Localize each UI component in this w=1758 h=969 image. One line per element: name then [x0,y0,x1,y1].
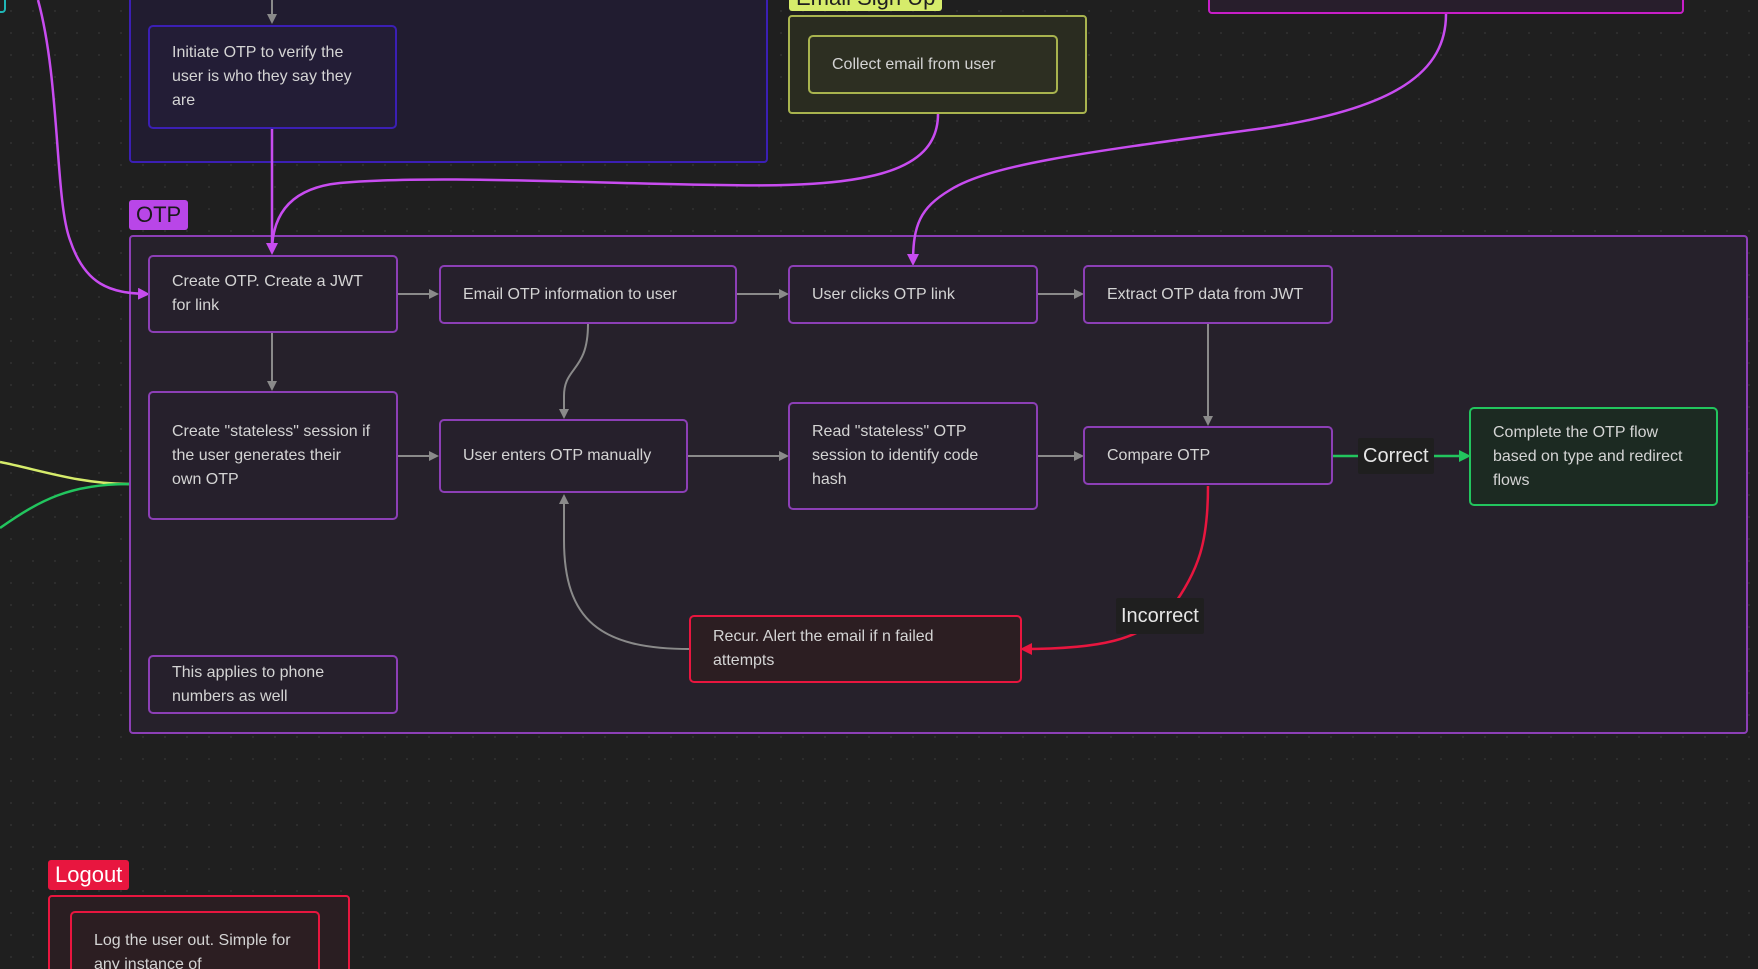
edge-recur-to-enters [559,494,691,650]
node-recur-alert-text: Recur. Alert the email if n failed attem… [713,628,934,669]
edge-label-incorrect: Incorrect [1116,598,1204,634]
node-extract-otp-text: Extract OTP data from JWT [1107,285,1304,303]
edge-topright-to-user-clicks [907,13,1448,266]
node-phone-note-text: This applies to phone numbers as well [172,663,325,705]
node-email-otp-text: Email OTP information to user [463,285,678,303]
top-right-group[interactable] [1208,0,1684,14]
node-user-clicks-link[interactable]: User clicks OTP link [788,265,1038,324]
node-complete-flow[interactable]: Complete the OTP flow based on type and … [1469,407,1718,506]
node-create-otp[interactable]: Create OTP. Create a JWT for link [148,255,398,333]
edge-collect-email-to-create-otp [270,113,940,253]
node-logout-user[interactable]: Log the user out. Simple for any instanc… [70,911,320,969]
node-recur-alert[interactable]: Recur. Alert the email if n failed attem… [689,615,1022,683]
edge-left-to-create-otp [36,0,150,300]
otp-group-label: OTP [129,200,189,230]
edge-green-incoming [0,482,130,530]
edge-email-to-enters [559,323,589,419]
node-create-otp-text: Create OTP. Create a JWT for link [172,273,363,314]
node-complete-flow-text: Complete the OTP flow based on type and … [1493,423,1683,489]
logout-group-label: Logout [48,860,130,890]
node-collect-email[interactable]: Collect email from user [808,35,1058,94]
offscreen-node-stub [0,0,6,13]
node-create-stateless[interactable]: Create "stateless" session if the user g… [148,391,398,520]
node-logout-user-text: Log the user out. Simple for any instanc… [94,932,291,969]
node-compare-otp[interactable]: Compare OTP [1083,426,1333,485]
edge-yellow-incoming [0,460,130,486]
node-user-enters-otp-text: User enters OTP manually [463,447,652,464]
node-read-stateless[interactable]: Read "stateless" OTP session to identify… [788,402,1038,510]
node-read-stateless-text: Read "stateless" OTP session to identify… [812,423,979,488]
node-initiate-otp-text: Initiate OTP to verify the user is who t… [172,44,352,109]
node-extract-otp[interactable]: Extract OTP data from JWT [1083,265,1333,324]
node-user-enters-otp[interactable]: User enters OTP manually [439,419,688,493]
node-compare-otp-text: Compare OTP [1107,446,1211,464]
node-user-clicks-link-text: User clicks OTP link [812,285,955,303]
email-signup-group-label: Email Sign Up [789,0,943,11]
node-phone-note[interactable]: This applies to phone numbers as well [148,655,398,714]
node-collect-email-text: Collect email from user [832,55,996,73]
edge-label-correct: Correct [1358,438,1434,474]
node-initiate-otp[interactable]: Initiate OTP to verify the user is who t… [148,25,397,129]
node-create-stateless-text: Create "stateless" session if the user g… [172,422,371,488]
node-email-otp[interactable]: Email OTP information to user [439,265,737,324]
